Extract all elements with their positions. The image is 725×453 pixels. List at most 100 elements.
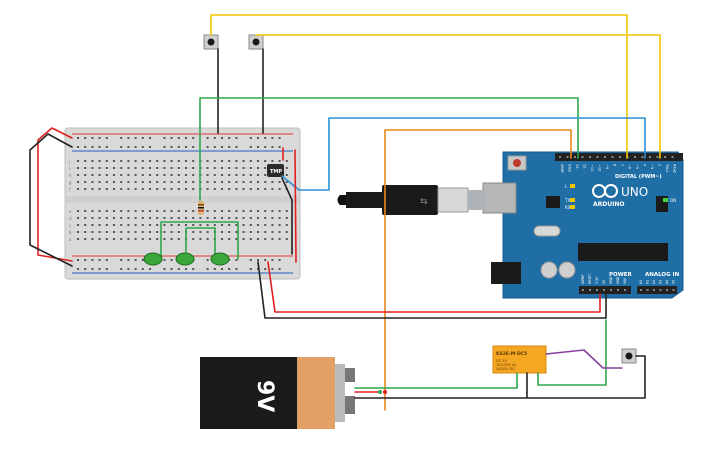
analog-pin-label: A0 <box>639 280 643 284</box>
wire-orange[interactable] <box>384 129 572 411</box>
rx-label: RX <box>565 205 571 210</box>
digital-pin-label: ~9 <box>605 164 609 169</box>
digital-pin-label: RX◂0 <box>673 164 677 173</box>
usb-port <box>482 182 517 214</box>
relay-line2: 1A/125V AC <box>496 363 517 367</box>
power-pin-label: 5V <box>602 279 606 284</box>
row-letter: g <box>69 180 72 185</box>
wire-purple[interactable] <box>545 349 623 369</box>
wire-red[interactable] <box>37 127 73 262</box>
battery-label: 9V <box>252 380 277 412</box>
digital-pin-label: TX▸1 <box>665 163 669 173</box>
digital-pin-label: ~11 <box>590 164 594 171</box>
wires[interactable] <box>29 14 661 411</box>
wire-green[interactable] <box>185 227 201 260</box>
wire-green[interactable] <box>199 97 579 201</box>
power-pin-label: VIN <box>623 278 627 284</box>
breadboard-row-letters: j i h g f e d c b a <box>68 159 72 242</box>
row-letter: a <box>69 237 72 242</box>
led-1[interactable] <box>143 252 163 266</box>
wire-black[interactable] <box>281 177 293 255</box>
digital-pin-label: 4 <box>643 164 647 167</box>
digital-pin-label: AREF <box>560 164 564 173</box>
wire-green[interactable] <box>354 372 518 389</box>
power-pin-label: 3.3V <box>595 276 599 284</box>
wire-black[interactable] <box>257 261 607 319</box>
resistor[interactable] <box>198 201 204 215</box>
battery-9v[interactable]: 9V <box>200 357 355 429</box>
wire-green[interactable] <box>199 227 216 260</box>
row-letter: e <box>69 209 72 214</box>
led-3[interactable] <box>210 252 230 266</box>
digital-pin-label: 8 <box>613 164 617 166</box>
arduino-logo: ARDUINO <box>592 184 624 208</box>
junction-dot <box>378 390 382 394</box>
battery-terminal <box>345 368 355 382</box>
analog-label: ANALOG IN <box>645 272 680 278</box>
tx-led <box>570 198 575 202</box>
on-led <box>663 198 668 202</box>
capacitor <box>558 261 576 279</box>
wire-red[interactable] <box>267 261 601 313</box>
power-pin-label: RESET <box>588 274 592 284</box>
power-label: POWER <box>609 272 633 278</box>
wire-red[interactable] <box>294 149 297 263</box>
crystal <box>533 225 561 237</box>
tx-label: TX <box>564 198 570 203</box>
relay-model: KS2E-M-DC5 <box>496 351 527 357</box>
wire-black[interactable] <box>527 355 646 399</box>
usb-symbol: ⇆ <box>420 197 428 207</box>
relay[interactable]: KS2E-M-DC5 DC 5V 1A/125V AC 2A/30V DC <box>492 345 547 374</box>
digital-pin-label: 12 <box>583 164 587 168</box>
sensor-label: TMP <box>270 169 282 175</box>
analog-pin-label: A4 <box>665 280 669 284</box>
wire-black[interactable] <box>354 372 528 399</box>
wire-green[interactable] <box>160 221 239 260</box>
usb-chip <box>546 196 560 208</box>
digital-pin-label: ~5 <box>635 164 639 169</box>
digital-pin-label: 7 <box>620 164 624 166</box>
row-letter: h <box>69 173 72 178</box>
pushbutton-3[interactable] <box>621 348 637 364</box>
led-2[interactable] <box>175 252 195 266</box>
capacitor <box>540 261 558 279</box>
power-pin-label: IOREF <box>581 274 585 284</box>
wire-yellow[interactable] <box>210 14 628 159</box>
l-led <box>570 184 575 188</box>
digital-header-pins <box>559 156 674 158</box>
row-letter: b <box>69 230 72 235</box>
relay-line3: 2A/30V DC <box>496 367 515 371</box>
temperature-sensor[interactable]: TMP <box>267 164 284 177</box>
breadboard[interactable]: j i h g f e d c b a <box>64 127 301 280</box>
arduino-model: UNO <box>621 185 648 199</box>
usb-cable[interactable]: ⇆ <box>337 185 487 215</box>
analog-header[interactable] <box>637 286 677 294</box>
rx-led <box>570 205 575 209</box>
digital-pin-label: ~6 <box>628 164 632 169</box>
digital-pin-label: ~3 <box>650 164 654 169</box>
analog-pin-label: A2 <box>652 280 656 284</box>
digital-pin-label: GND <box>568 164 572 172</box>
pushbutton-1[interactable] <box>203 34 219 50</box>
analog-pin-label: A3 <box>659 280 663 284</box>
row-letter: d <box>69 216 72 221</box>
on-led-label: ON <box>670 198 676 203</box>
bottom-header-pins <box>582 289 675 291</box>
breadboard-holes <box>77 137 288 270</box>
wire-green[interactable] <box>537 319 607 386</box>
atmega-chip <box>578 243 668 261</box>
power-jack <box>491 262 521 284</box>
analog-pin-label: A5 <box>672 280 676 284</box>
arduino-uno-board[interactable]: ARDUINO UNO DIGITAL (PWM~) POWER ANALOG … <box>482 151 684 299</box>
junction-dot <box>383 390 387 394</box>
pushbutton-2[interactable] <box>248 34 264 50</box>
battery-terminal <box>345 396 355 414</box>
wire-blue[interactable] <box>281 117 646 191</box>
analog-pin-label: A1 <box>646 280 650 284</box>
digital-label: DIGITAL (PWM~) <box>615 174 662 180</box>
wire-yellow[interactable] <box>255 34 661 159</box>
wire-black[interactable] <box>29 133 73 267</box>
